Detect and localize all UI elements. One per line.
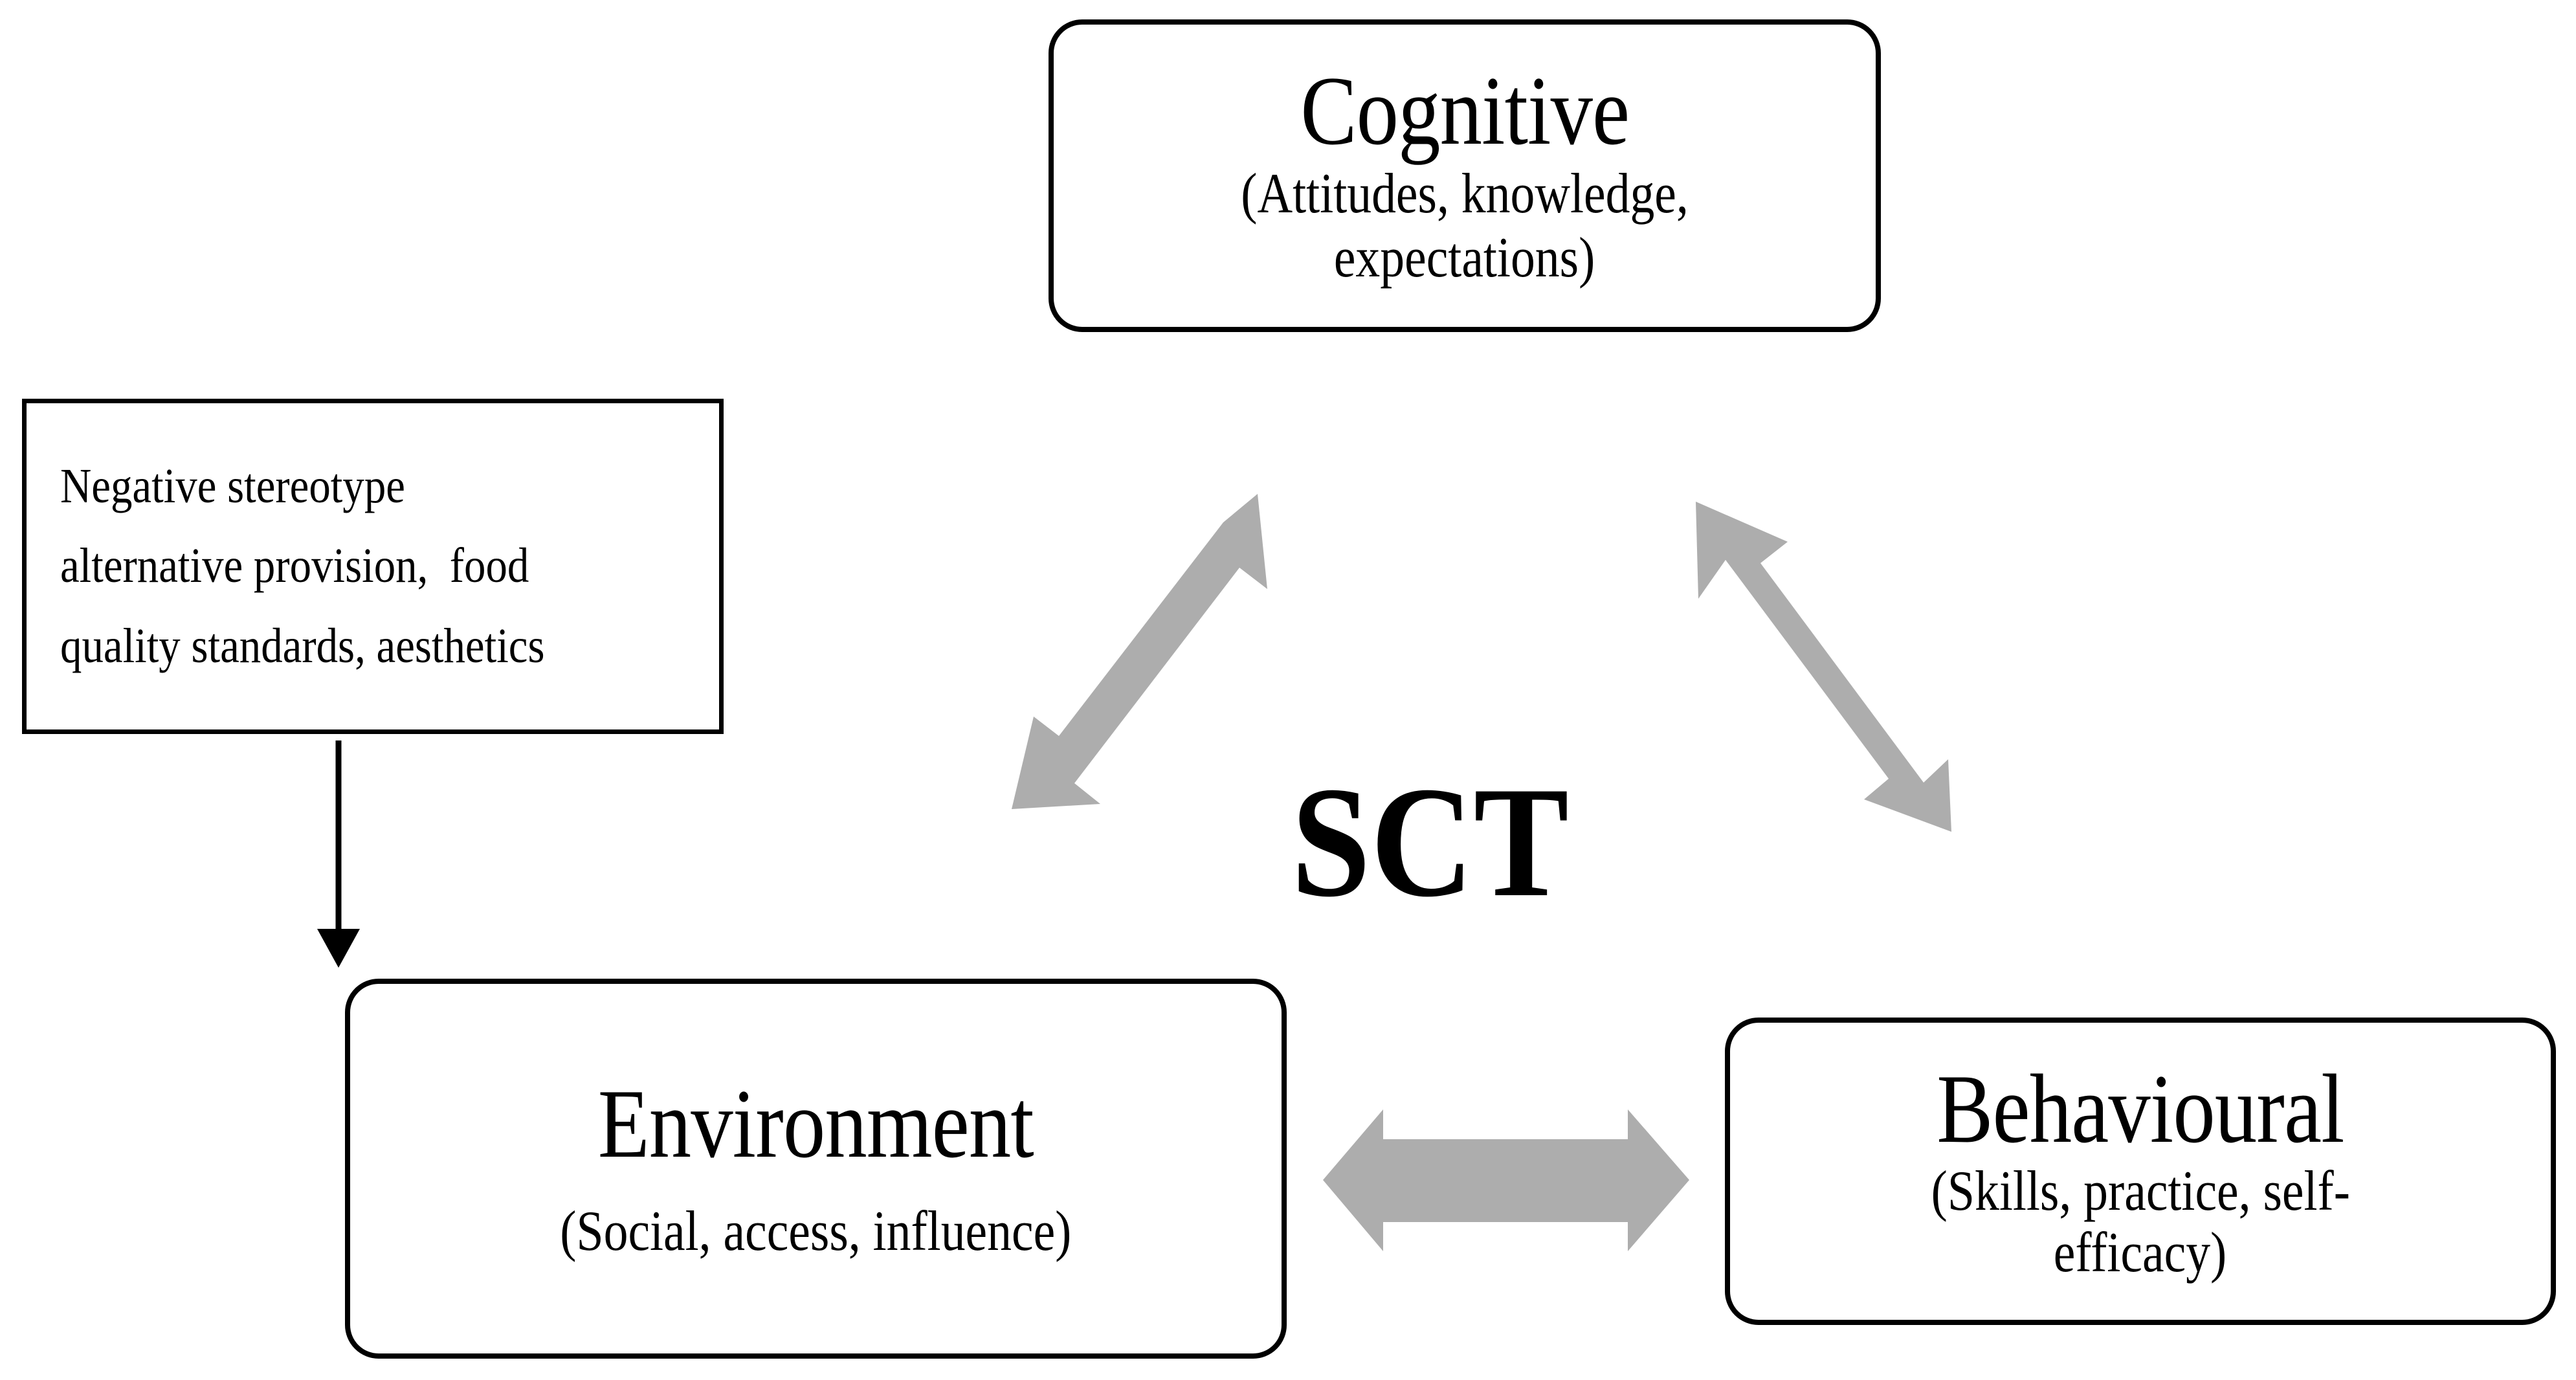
node-cognitive-subtitle-line-2: expectations) [1334, 227, 1595, 290]
stereotype-line-1: Negative stereotype [60, 459, 405, 514]
node-cognitive-subtitle-line-1: (Attitudes, knowledge, [1241, 162, 1689, 226]
node-behavioural-subtitle-line-2: efficacy) [2054, 1221, 2227, 1285]
node-negative-stereotype: Negative stereotype alternative provisio… [22, 399, 724, 734]
arrow-environment-behavioural [1323, 1109, 1689, 1251]
stereotype-line-3: quality standards, aesthetics [60, 618, 545, 673]
node-behavioural: Behavioural (Skills, practice, self- eff… [1725, 1018, 2556, 1325]
arrow-cognitive-behavioural [1696, 502, 1951, 832]
node-environment-subtitle-line-1: (Social, access, influence) [560, 1199, 1072, 1263]
stereotype-line-2: alternative provision, food [60, 539, 529, 594]
center-label-sct: SCT [1291, 754, 1569, 929]
node-cognitive: Cognitive (Attitudes, knowledge, expecta… [1049, 19, 1881, 332]
node-behavioural-subtitle-line-1: (Skills, practice, self- [1931, 1159, 2350, 1223]
arrow-environment-cognitive [1012, 494, 1267, 809]
node-environment-title: Environment [597, 1069, 1034, 1178]
node-environment: Environment (Social, access, influence) [345, 979, 1287, 1359]
arrow-stereotype-to-environment [317, 740, 360, 968]
node-cognitive-title: Cognitive [1300, 56, 1630, 166]
node-behavioural-title: Behavioural [1937, 1054, 2344, 1163]
